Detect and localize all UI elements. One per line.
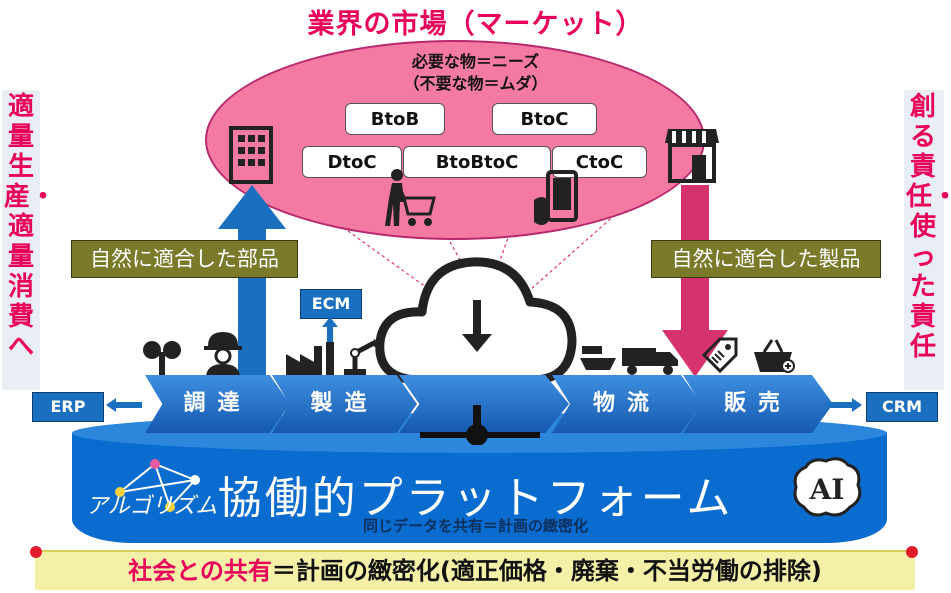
robot-arm-icon (344, 339, 382, 377)
key-icon (143, 341, 181, 376)
factory-icon (286, 342, 334, 376)
parts-up-arrow (218, 185, 286, 385)
left-side-panel (2, 90, 40, 390)
connector-line-center-right (499, 204, 521, 261)
process-sales: 販売 (683, 375, 833, 433)
market-title: 業界の市場（マーケット） (307, 9, 644, 40)
process-platform-center (399, 375, 569, 433)
btoc-box: BtoC (492, 103, 597, 135)
banner-emphasis: 社会との共有 (128, 557, 272, 585)
erp-arrow (106, 398, 142, 412)
platform-title: 協働的プラットフォーム (217, 473, 734, 524)
process-procurement: 調達 (145, 375, 290, 433)
btobtoc-box: BtoBtoC (403, 146, 551, 178)
network-node-icon (420, 405, 540, 445)
process-logistics: 物流 (552, 375, 702, 433)
dtoc-box: DtoC (302, 146, 402, 178)
building-icon (229, 126, 273, 184)
ecm-up-arrow (322, 317, 338, 343)
shop-icon (665, 129, 719, 183)
pin-icon-left (30, 546, 42, 558)
worker-icon (204, 332, 242, 378)
ship-truck-icon (580, 346, 678, 375)
needs-text: 必要な物＝ニーズ (411, 52, 540, 71)
algorithm-network-icon (115, 459, 200, 512)
products-label: 自然に適合した製品 (651, 240, 881, 278)
ecm-label: ECM (300, 289, 362, 319)
banner-text: ＝計画の緻密化(適正価格・廃棄・不当労働の排除) (271, 557, 822, 585)
erp-box: ERP (32, 392, 104, 422)
algorithm-label: アルゴリズム (86, 494, 218, 519)
shopping-basket-icon (754, 339, 795, 373)
btob-box: BtoB (345, 103, 445, 135)
shopper-cart-icon (385, 169, 436, 226)
bottom-banner: 社会との共有＝計画の緻密化(適正価格・廃棄・不当労働の排除) (35, 550, 915, 590)
products-down-arrow (662, 185, 728, 377)
sharing-caption: 同じデータを共有＝計画の緻密化 (362, 517, 588, 535)
smartphone-icon (534, 170, 578, 225)
waste-text: （不要な物＝ムダ） (403, 74, 548, 93)
market-ellipse (205, 40, 705, 240)
right-side-panel (904, 90, 944, 390)
process-manufacturing: 製造 (272, 375, 417, 433)
price-tag-icon (701, 337, 738, 374)
crm-box: CRM (866, 392, 938, 422)
crm-arrow (826, 398, 862, 412)
left-side-text: 適量生産・適量消費へ (4, 92, 57, 362)
parts-label: 自然に適合した部品 (71, 240, 298, 278)
pin-icon-right (906, 546, 918, 558)
ai-brain-icon: AI (793, 457, 862, 517)
ai-text: AI (809, 473, 845, 506)
connector-line-right (529, 174, 661, 291)
